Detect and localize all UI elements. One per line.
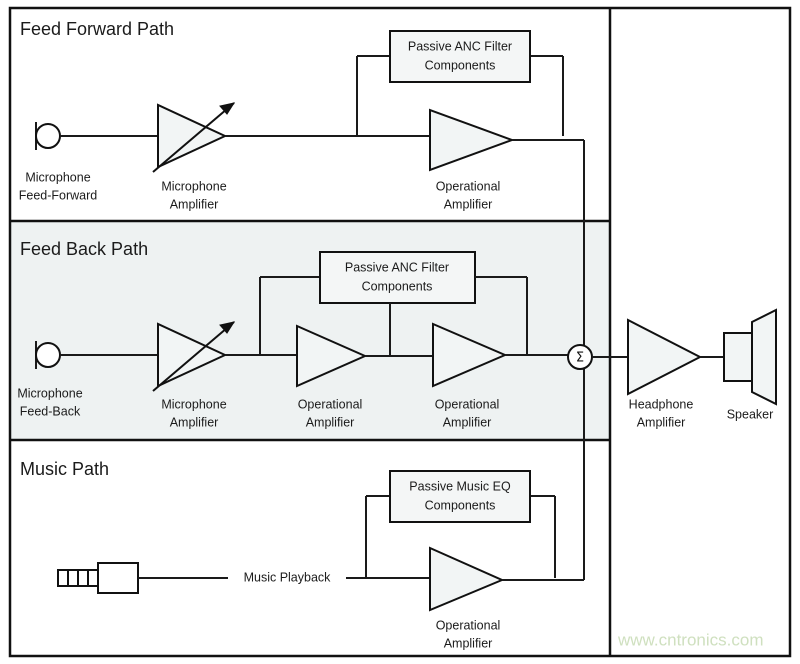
feed-forward-operational-amplifier-label-line2: Amplifier (444, 197, 493, 211)
music-operational-amplifier-symbol (429, 546, 505, 612)
feed-back-operational-amplifier-1-label-line2: Amplifier (306, 415, 355, 429)
feed-forward-operational-amplifier-label-line1: Operational (436, 179, 501, 193)
speaker-icon (723, 308, 777, 406)
feed-back-microphone-amplifier-symbol (152, 321, 236, 392)
feed-forward-microphone-amplifier-symbol (152, 102, 236, 173)
music-filter-label-line1: Passive Music EQ (409, 479, 511, 493)
headphone-amplifier-label-line1: Headphone (629, 397, 694, 411)
speaker-label: Speaker (727, 407, 774, 421)
microphone-feed-forward-label-line1: Microphone (25, 170, 90, 184)
microphone-feed-forward-icon (35, 122, 61, 150)
music-operational-amplifier-label-line1: Operational (436, 618, 501, 632)
microphone-feed-forward-label-line2: Feed-Forward (19, 188, 98, 202)
feed-back-passive-anc-filter-box (319, 251, 476, 304)
feed-forward-filter-label-line1: Passive ANC Filter (408, 39, 512, 53)
feed-back-filter-label-line2: Components (362, 279, 433, 293)
music-operational-amplifier-label-line2: Amplifier (444, 636, 493, 650)
section-title-feed-back: Feed Back Path (20, 239, 148, 259)
feed-back-band-background (10, 221, 610, 440)
feed-forward-microphone-amplifier-label-line2: Amplifier (170, 197, 219, 211)
watermark-text: www.cntronics.com (617, 630, 763, 649)
music-passive-eq-filter-box (389, 470, 531, 523)
headphone-amplifier-label-line2: Amplifier (637, 415, 686, 429)
feed-back-microphone-amplifier-label-line2: Amplifier (170, 415, 219, 429)
feed-back-microphone-amplifier-label-line1: Microphone (161, 397, 226, 411)
headphone-jack-icon (57, 562, 139, 594)
feed-back-operational-amplifier-2-symbol (432, 322, 508, 388)
music-playback-label: Music Playback (244, 570, 332, 584)
summing-junction: Σ (567, 344, 593, 370)
feed-forward-passive-anc-filter-box (389, 30, 531, 83)
feed-back-filter-label-line1: Passive ANC Filter (345, 260, 449, 274)
music-filter-label-line2: Components (425, 498, 496, 512)
feed-back-operational-amplifier-1-label-line1: Operational (298, 397, 363, 411)
headphone-amplifier-symbol (627, 318, 703, 396)
feed-forward-microphone-amplifier-label-line1: Microphone (161, 179, 226, 193)
section-title-feed-forward: Feed Forward Path (20, 19, 174, 39)
microphone-feed-back-icon (35, 341, 61, 369)
feed-back-operational-amplifier-2-label-line2: Amplifier (443, 415, 492, 429)
feed-back-operational-amplifier-1-symbol (296, 324, 368, 388)
summing-junction-symbol: Σ (576, 351, 584, 366)
microphone-feed-back-label-line1: Microphone (17, 386, 82, 400)
section-title-music: Music Path (20, 459, 109, 479)
microphone-feed-back-label-line2: Feed-Back (20, 404, 81, 418)
feed-back-operational-amplifier-2-label-line1: Operational (435, 397, 500, 411)
feed-forward-filter-label-line2: Components (425, 58, 496, 72)
feed-forward-operational-amplifier-symbol (429, 108, 515, 172)
diagram-outer-frame (8, 6, 792, 658)
